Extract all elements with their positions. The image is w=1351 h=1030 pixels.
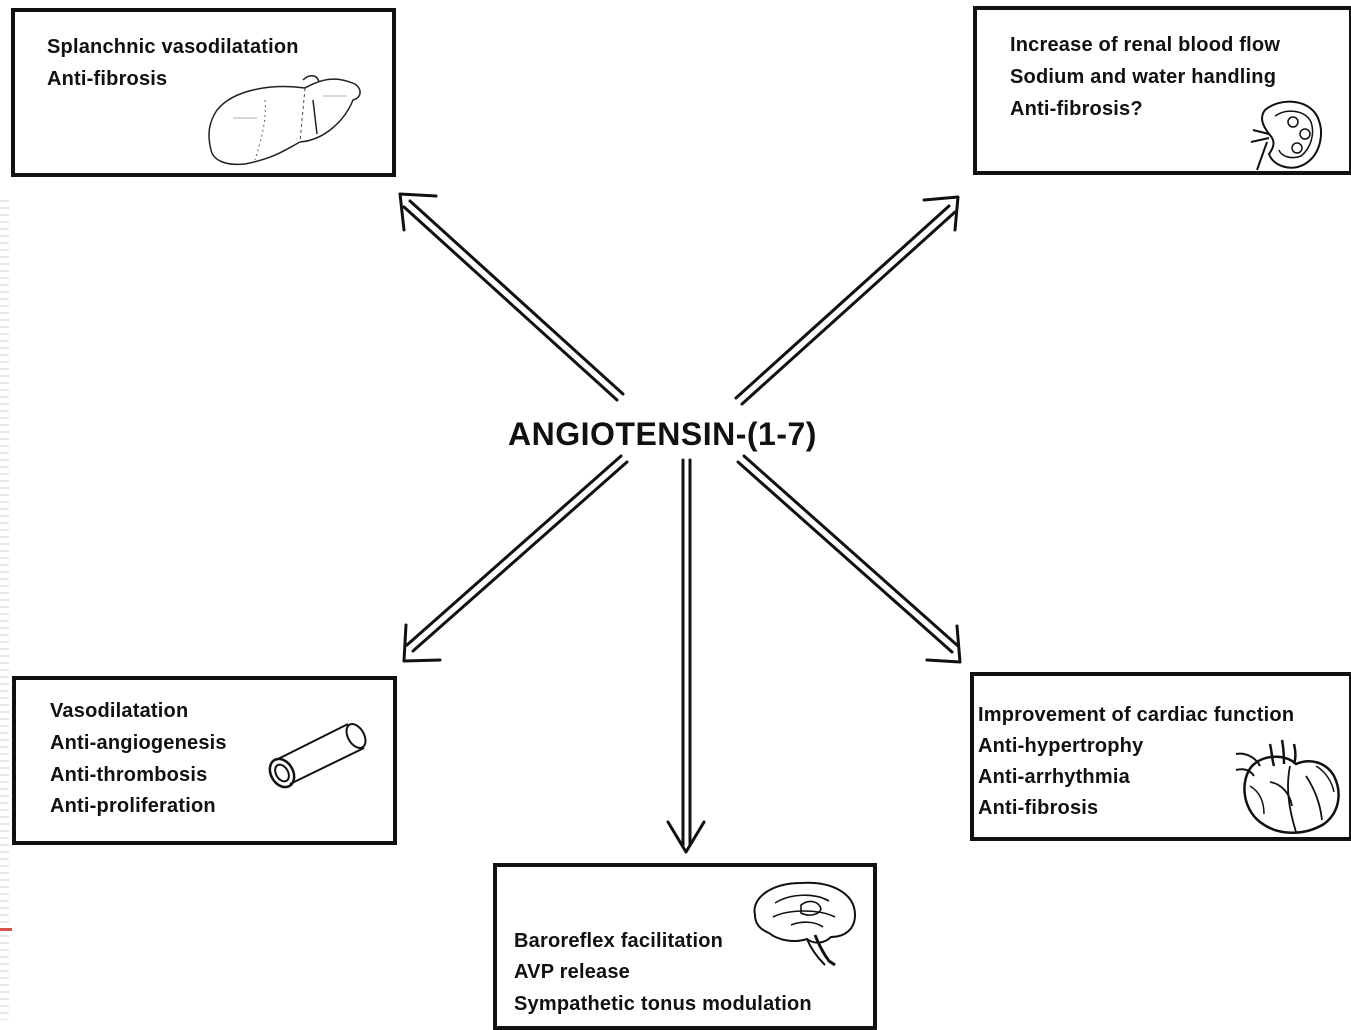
arrow-to-liver [398, 192, 625, 402]
kidney-effects-box: Increase of renal blood flow Sodium and … [973, 6, 1351, 175]
liver-icon [208, 75, 361, 166]
slide-edge-rule [0, 200, 9, 1020]
cardiac-effects-box: Improvement of cardiac function Anti-hyp… [970, 672, 1351, 841]
effect-line: Baroreflex facilitation [514, 930, 724, 952]
angiotensin-label: ANGIOTENSIN-(1-7) [508, 416, 817, 452]
effect-line: Sympathetic tonus modulation [514, 993, 812, 1015]
slide-edge-mark [0, 928, 12, 931]
effect-line: Anti-thrombosis [50, 764, 208, 786]
brain-icon [753, 881, 857, 967]
effect-line: Anti-proliferation [50, 795, 216, 817]
effect-line: Anti-fibrosis [978, 797, 1099, 819]
effect-line: Anti-fibrosis [47, 68, 168, 90]
arrow-to-kidney [734, 195, 960, 406]
effect-line: Splanchnic vasodilatation [47, 36, 299, 58]
effect-line: Improvement of cardiac function [978, 704, 1295, 726]
vascular-effects-box: Vasodilatation Anti-angiogenesis Anti-th… [12, 676, 397, 845]
arrow-to-vessel [402, 454, 629, 663]
liver-effects-box: Splanchnic vasodilatation Anti-fibrosis [11, 8, 396, 177]
effect-line: Anti-fibrosis? [1010, 98, 1143, 120]
effect-line: Anti-arrhythmia [978, 766, 1130, 788]
arrow-to-brain [666, 458, 706, 854]
effect-line: Anti-hypertrophy [978, 735, 1144, 757]
blood-vessel-icon [268, 723, 367, 789]
heart-icon [1235, 739, 1340, 834]
effect-line: Increase of renal blood flow [1010, 34, 1281, 56]
effect-line: AVP release [514, 961, 630, 983]
cns-effects-box: Baroreflex facilitation AVP release Symp… [493, 863, 877, 1030]
effect-line: Vasodilatation [50, 700, 189, 722]
effect-line: Sodium and water handling [1010, 66, 1277, 88]
effect-line: Anti-angiogenesis [50, 732, 227, 754]
arrow-to-heart [736, 454, 962, 664]
kidney-icon [1250, 100, 1322, 171]
